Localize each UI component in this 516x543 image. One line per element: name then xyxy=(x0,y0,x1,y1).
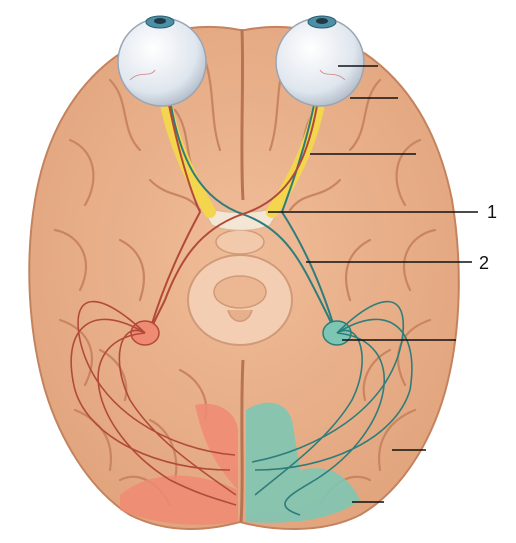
brain xyxy=(28,25,460,530)
brainstem xyxy=(187,229,293,346)
longitudinal-fissure xyxy=(239,29,245,523)
optic-radiations xyxy=(70,300,413,516)
visual-cortex xyxy=(120,402,360,525)
label-2: 2 xyxy=(479,253,489,273)
optic-tracts xyxy=(145,99,339,341)
eyeball-left-icon xyxy=(117,15,207,107)
visual-cortex-right xyxy=(246,402,360,523)
eyeball-right-icon xyxy=(275,15,365,107)
visual-cortex-left xyxy=(120,403,238,525)
label-1: 1 xyxy=(487,202,497,222)
leader-lines xyxy=(268,65,478,503)
